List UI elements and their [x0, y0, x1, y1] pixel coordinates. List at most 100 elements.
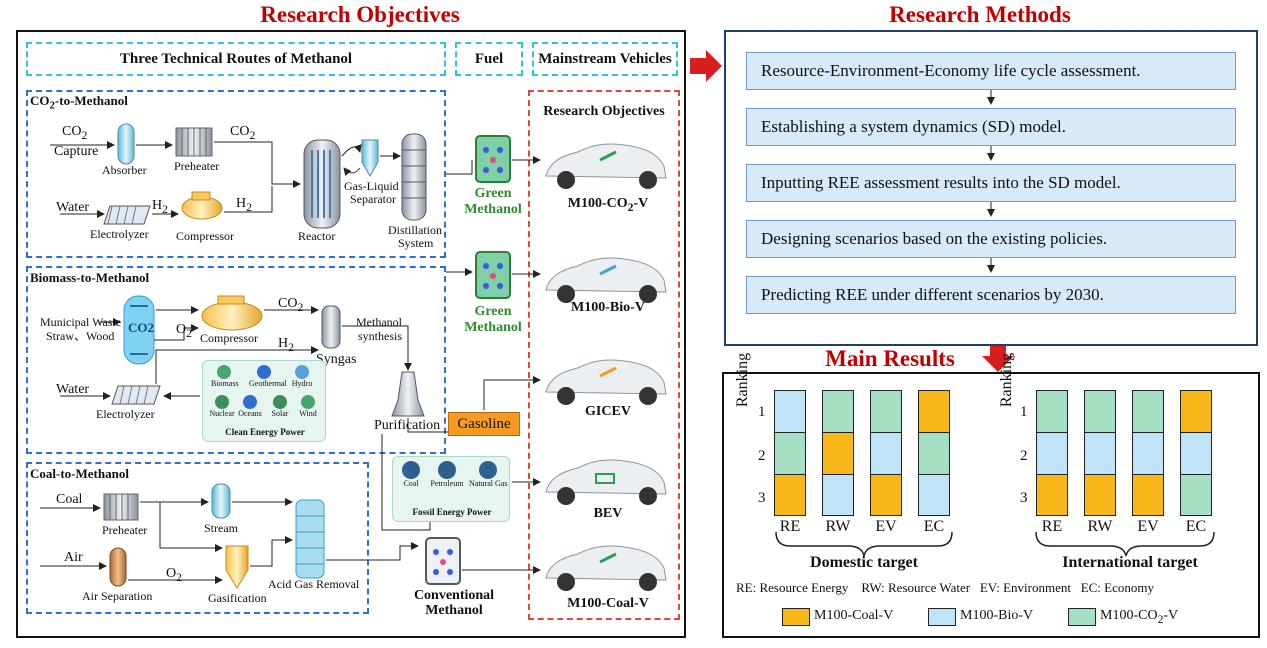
syngas-tank-icon: [321, 305, 341, 349]
solar-label: Solar: [271, 409, 289, 418]
co2-route-title: CO2-to-Methanol: [30, 93, 128, 112]
domestic-re-rank-2-segment: [774, 432, 806, 475]
clean-energy-panel: Biomass Geothermal Hydro Nuclear Oceans …: [202, 360, 326, 442]
preheater-label: Preheater: [174, 159, 220, 173]
legend-swatch-bio: [928, 608, 956, 626]
research-objectives-title: Research Objectives: [260, 2, 460, 27]
domestic-target-label: Domestic target: [810, 554, 918, 571]
electrolyzer-label: Electrolyzer: [90, 227, 149, 241]
solar-icon: [273, 395, 287, 409]
main-results-title: Main Results: [825, 346, 955, 371]
domestic-rank-2: 2: [758, 448, 766, 464]
domestic-bar-chart: [774, 390, 964, 516]
international-ev-rank-3-segment: [1132, 474, 1164, 516]
international-ec-rank-1-segment: [1180, 390, 1212, 433]
biomass-electrolyzer-label: Electrolyzer: [96, 407, 155, 421]
vehicle-bio-label: M100-Bio-V: [571, 300, 645, 315]
co2-capture-label: CO2: [62, 124, 88, 142]
routes-header: Three Technical Routes of Methanol: [26, 42, 446, 76]
air-label: Air: [64, 550, 83, 565]
coal-o2-label: O2: [166, 566, 182, 584]
biomass-route-title: Biomass-to-Methanol: [30, 270, 150, 285]
international-cat-ev: EV: [1137, 518, 1159, 535]
domestic-cat-re: RE: [779, 518, 801, 535]
syngas-label: Syngas: [316, 352, 357, 367]
red-arrow-down: [982, 346, 1014, 372]
domestic-ev-rank-1-segment: [870, 390, 902, 433]
oceans-icon: [243, 395, 257, 409]
reactor-icon: [303, 139, 341, 229]
car-coal-icon: [545, 545, 667, 591]
acid-gas-icon: [295, 499, 325, 579]
fossil-energy-title: Fossil Energy Power: [412, 507, 492, 517]
co2-tank-label: CO2: [128, 320, 154, 335]
coal-route-box: [26, 462, 369, 614]
gasoline-box: Gasoline: [448, 412, 520, 436]
capture-label: Capture: [54, 144, 99, 159]
methods-frame: [724, 30, 1258, 346]
biomass-o2-label: O2: [176, 322, 192, 340]
vehicle-gicev-label: GICEV: [585, 404, 631, 419]
international-rw-rank-1-segment: [1084, 390, 1116, 433]
international-rw-rank-2-segment: [1084, 432, 1116, 475]
wind-label: Wind: [299, 409, 317, 418]
legend-label-coal: M100-Coal-V: [814, 608, 894, 623]
air-separation-label: Air Separation: [82, 589, 153, 603]
domestic-rw-rank-1-segment: [822, 390, 854, 433]
natural-gas-icon: [479, 461, 497, 479]
geothermal-label: Geothermal: [249, 379, 287, 388]
stream-icon: [211, 483, 231, 519]
method-step-5: Predicting REE under different scenarios…: [746, 276, 1236, 314]
international-ev-rank-2-segment: [1132, 432, 1164, 475]
biomass-h2-label: H2: [278, 336, 294, 354]
methanol-synthesis-label-1: Methanol: [356, 315, 402, 329]
legend-swatch-co2: [1068, 608, 1096, 626]
fossil-petroleum-label: Petroleum: [430, 479, 464, 488]
international-bar-chart: [1036, 390, 1226, 516]
domestic-cat-ev: EV: [875, 518, 897, 535]
nuclear-label: Nuclear: [209, 409, 235, 418]
clean-energy-title: Clean Energy Power: [225, 427, 305, 437]
absorber-icon: [117, 123, 135, 165]
distillation-label-2: System: [398, 236, 434, 250]
wind-icon: [301, 395, 315, 409]
international-cat-re: RE: [1041, 518, 1063, 535]
domestic-re-rank-3-segment: [774, 474, 806, 516]
vehicles-objectives-box: [528, 90, 680, 620]
vehicle-co2-label: M100-CO2-V: [567, 196, 649, 214]
nuclear-icon: [215, 395, 229, 409]
method-step-2: Establishing a system dynamics (SD) mode…: [746, 108, 1236, 146]
co2-out-label: CO2: [230, 124, 256, 142]
domestic-rank-1: 1: [758, 404, 766, 420]
fossil-natural-gas-label: Natural Gas: [469, 479, 508, 488]
international-rank-2: 2: [1020, 448, 1028, 464]
international-re-rank-3-segment: [1036, 474, 1068, 516]
international-target-label: International target: [1062, 554, 1198, 571]
biomass-water-label: Water: [56, 382, 90, 397]
green-methanol-icon-1: [475, 135, 511, 183]
vehicles-header: Mainstream Vehicles: [532, 42, 678, 76]
international-cat-rw: RW: [1087, 518, 1113, 535]
legend-label-co2: M100-CO2-V: [1100, 608, 1179, 626]
reactor-label: Reactor: [298, 229, 336, 243]
legend-swatch-coal: [782, 608, 810, 626]
method-step-3: Inputting REE assessment results into th…: [746, 164, 1236, 202]
conventional-methanol-icon: [425, 537, 461, 585]
vehicle-coal-label: M100-Coal-V: [567, 596, 649, 611]
international-ev-rank-1-segment: [1132, 390, 1164, 433]
compressor-label: Compressor: [176, 229, 234, 243]
research-methods-title: Research Methods: [889, 2, 1071, 27]
international-rw-rank-3-segment: [1084, 474, 1116, 516]
international-brace: [1035, 531, 1215, 557]
car-co2-icon: [545, 143, 667, 189]
method-step-4: Designing scenarios based on the existin…: [746, 220, 1236, 258]
absorber-label: Absorber: [102, 163, 147, 177]
gasification-icon: [225, 545, 249, 589]
co2-route-box: [26, 90, 446, 258]
biomass-electrolyzer-icon: [111, 385, 161, 405]
coal-preheater-label: Preheater: [102, 523, 148, 537]
separator-label-1: Gas-Liquid: [344, 179, 399, 193]
international-ec-rank-3-segment: [1180, 474, 1212, 516]
